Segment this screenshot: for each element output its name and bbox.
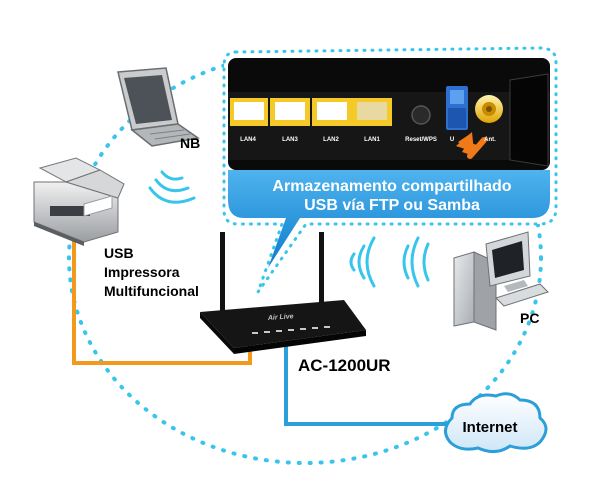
internet-cloud-icon [444,392,548,453]
usb-stick-icon [446,86,468,130]
printer-label-line2: Impressora [104,264,180,280]
lan-port-1 [352,98,392,126]
lan-port-2 [312,98,352,126]
router-brand-logo: Air Live [267,313,294,322]
port-label-lan3: LAN3 [282,137,298,143]
callout-title-line1: Armazenamento compartilhado [272,178,511,195]
port-label-ant: Ant. [484,137,496,143]
port-label-lan4: LAN4 [240,137,256,143]
lan-port-3 [270,98,310,126]
nb-label: NB [180,135,200,151]
usb-cable [72,236,252,365]
internet-label: Internet [462,419,517,436]
pc-label: PC [520,310,539,326]
wifi-coverage-circle [67,51,543,465]
port-label-lan2: LAN2 [323,137,339,143]
printer-label-line3: Multifuncional [104,283,199,299]
callout-title-line2: USB vía FTP ou Samba [304,197,480,214]
reset-wps-button [411,105,431,125]
port-label-reset: Reset/WPS [405,137,437,143]
usb-arrow-head-icon [456,132,474,152]
lan-port-4 [230,98,268,126]
wifi-waves-pc-icon [349,236,430,288]
router-model-label: AC-1200UR [298,356,391,375]
wifi-waves-laptop-icon [148,170,196,204]
router-back-panel: LAN4 LAN3 LAN2 LAN1 Reset/WPS U Ant. [228,73,550,167]
pc-icon [453,231,549,331]
laptop-icon [117,67,200,147]
router-icon [200,232,366,354]
port-label-usb: U [450,137,454,143]
antenna-connector-icon [475,95,503,123]
printer-label-line1: USB [104,245,134,261]
printer-icon [33,157,125,246]
router-leds [252,326,330,334]
port-label-lan1: LAN1 [364,137,380,143]
internet-cable [284,346,448,426]
